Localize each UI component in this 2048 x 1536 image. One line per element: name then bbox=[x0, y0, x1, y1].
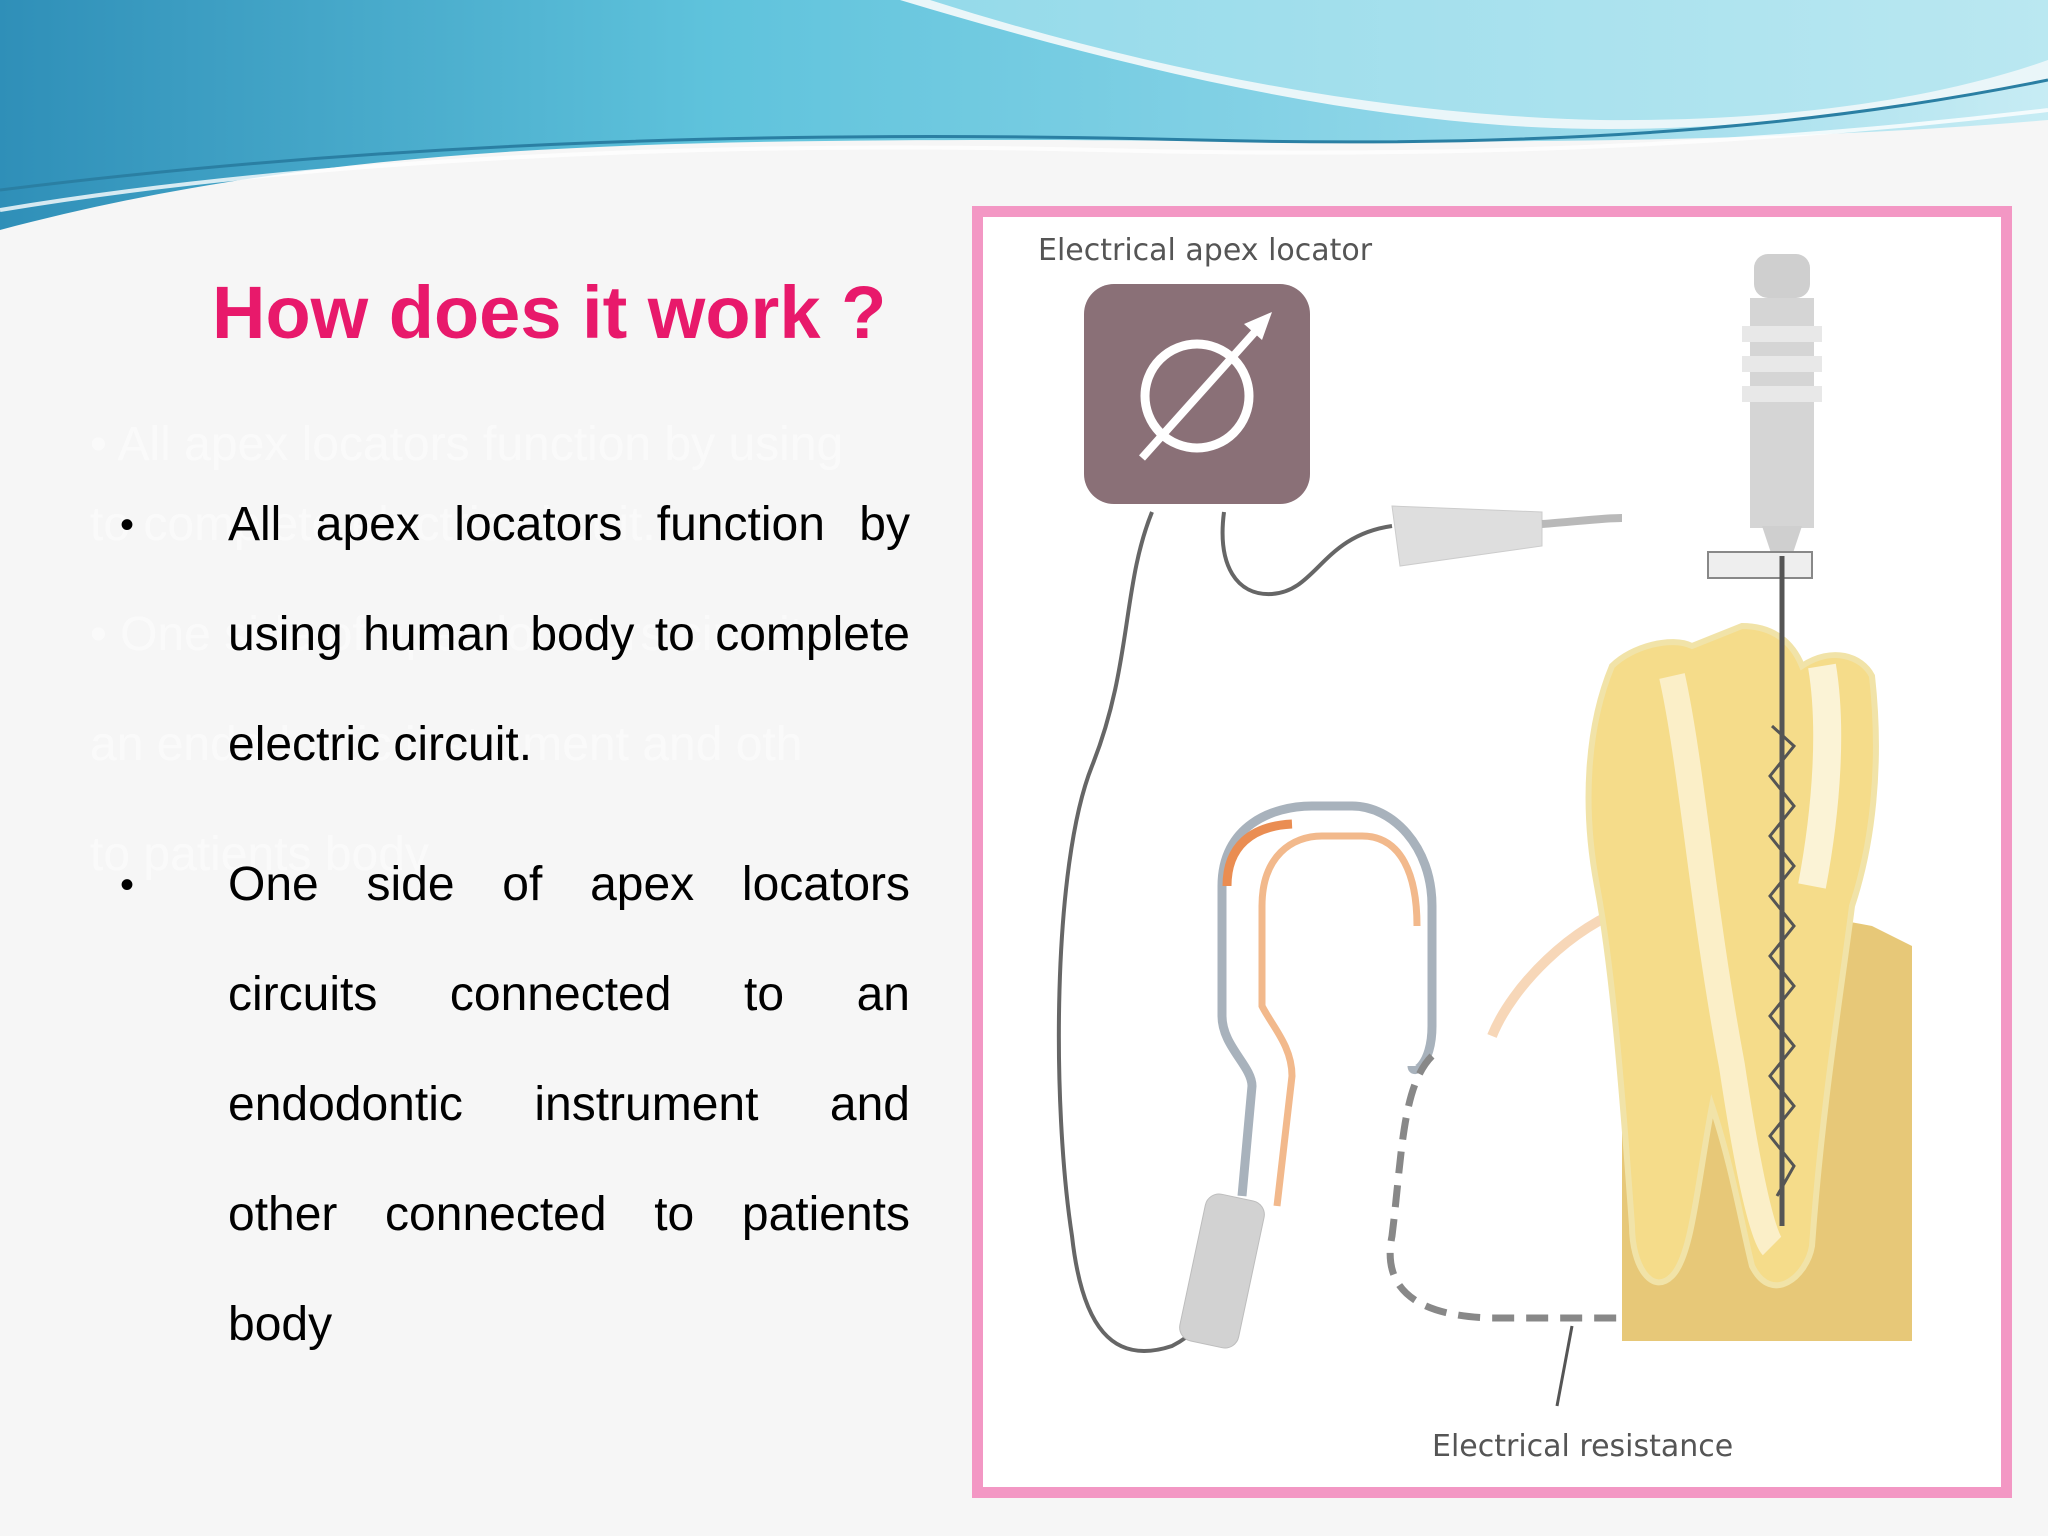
tooth bbox=[1585, 622, 1879, 1289]
label-electrical-apex-locator: Electrical apex locator bbox=[1038, 233, 1373, 268]
slide-title: How does it work ? bbox=[212, 271, 887, 354]
ghost-line: • All apex locators function by using bbox=[90, 418, 844, 471]
bullet-icon: • bbox=[120, 503, 135, 547]
file-flutes bbox=[1768, 724, 1797, 1197]
bullet-icon: • bbox=[120, 863, 135, 907]
ghost-line: • One side of apex locators circuits bbox=[90, 608, 828, 661]
file-handle bbox=[1754, 254, 1810, 298]
wire-to-lip-clip bbox=[1056, 511, 1224, 1353]
bullet-item: • All apex locators function by using hu… bbox=[120, 470, 910, 800]
wire-to-file bbox=[1220, 511, 1393, 597]
file-clip bbox=[1391, 505, 1543, 567]
ghost-line: to patients body bbox=[90, 828, 429, 881]
ghost-line: to complete electric circuit. bbox=[90, 498, 656, 551]
bullet-list: • All apex locators function by using hu… bbox=[120, 470, 910, 1410]
rubber-stop bbox=[1707, 551, 1813, 579]
header-wave bbox=[0, 0, 2048, 230]
bullet-text: All apex locators function by using huma… bbox=[228, 498, 910, 771]
meter-dial-icon bbox=[1139, 312, 1272, 461]
apex-locator-diagram: Electrical apex locator bbox=[972, 206, 2012, 1498]
bullet-item: • One side of apex locators circuits con… bbox=[120, 830, 910, 1380]
bullet-text: One side of apex locators circuits conne… bbox=[228, 858, 910, 1351]
ghost-line: an endodontic instrument and oth bbox=[90, 718, 803, 771]
faint-background-text: • All apex locators function by using to… bbox=[90, 415, 970, 885]
lip-clip bbox=[1179, 1193, 1265, 1349]
pointer-line bbox=[1555, 1325, 1574, 1407]
label-electrical-resistance: Electrical resistance bbox=[1432, 1429, 1733, 1464]
lip-hook bbox=[1217, 801, 1437, 1197]
